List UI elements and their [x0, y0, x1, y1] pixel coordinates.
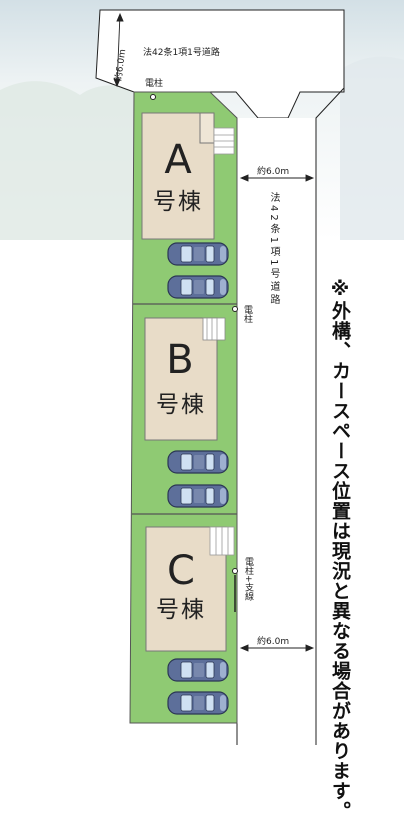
building-b-letter: B [166, 337, 194, 383]
building-a-annex [199, 112, 215, 144]
building-b-word: 号棟 [156, 392, 206, 418]
utility-pole-lower-icon [232, 568, 238, 574]
utility-pole-top-label: 電柱 [145, 79, 164, 89]
building-c-steps [209, 526, 235, 556]
utility-pole-stay-label: 電柱+支線 [243, 557, 253, 601]
car-c-1 [167, 658, 229, 682]
site-plan-map [0, 0, 404, 745]
disclaimer-note: ※外構、カースペース位置は現況と異なる場合があります。 [329, 278, 351, 821]
right-road-width-lower-label: 約6.0m [257, 637, 290, 647]
car-b-1 [167, 450, 229, 474]
car-a-1 [167, 242, 229, 266]
building-a-word: 号棟 [153, 189, 203, 215]
building-c-letter: C [167, 548, 195, 594]
road-edge-right [315, 87, 345, 745]
utility-pole-mid-icon [232, 306, 238, 312]
building-a-steps [213, 127, 235, 155]
building-b-steps [206, 318, 218, 340]
dim-arrow-top [113, 12, 124, 88]
car-b-2 [167, 484, 229, 508]
building-c-word: 号棟 [156, 597, 206, 623]
top-road-label: 法42条1項1号道路 [143, 48, 220, 58]
building-a-letter: A [164, 137, 192, 183]
dim-arrow-right-lower [239, 644, 315, 652]
dim-arrow-right-upper [239, 174, 315, 182]
right-road [237, 118, 316, 745]
car-a-2 [167, 275, 229, 299]
background-foliage [0, 81, 135, 240]
right-road-width-upper-label: 約6.0m [257, 167, 290, 177]
right-road-label: 法42条1項1号道路 [268, 192, 279, 308]
utility-pole-top-icon [150, 94, 156, 100]
car-c-2 [167, 691, 229, 715]
building-b-annex [202, 317, 226, 341]
utility-pole-mid-label: 電柱 [242, 305, 252, 323]
background-foliage-right [340, 56, 404, 241]
